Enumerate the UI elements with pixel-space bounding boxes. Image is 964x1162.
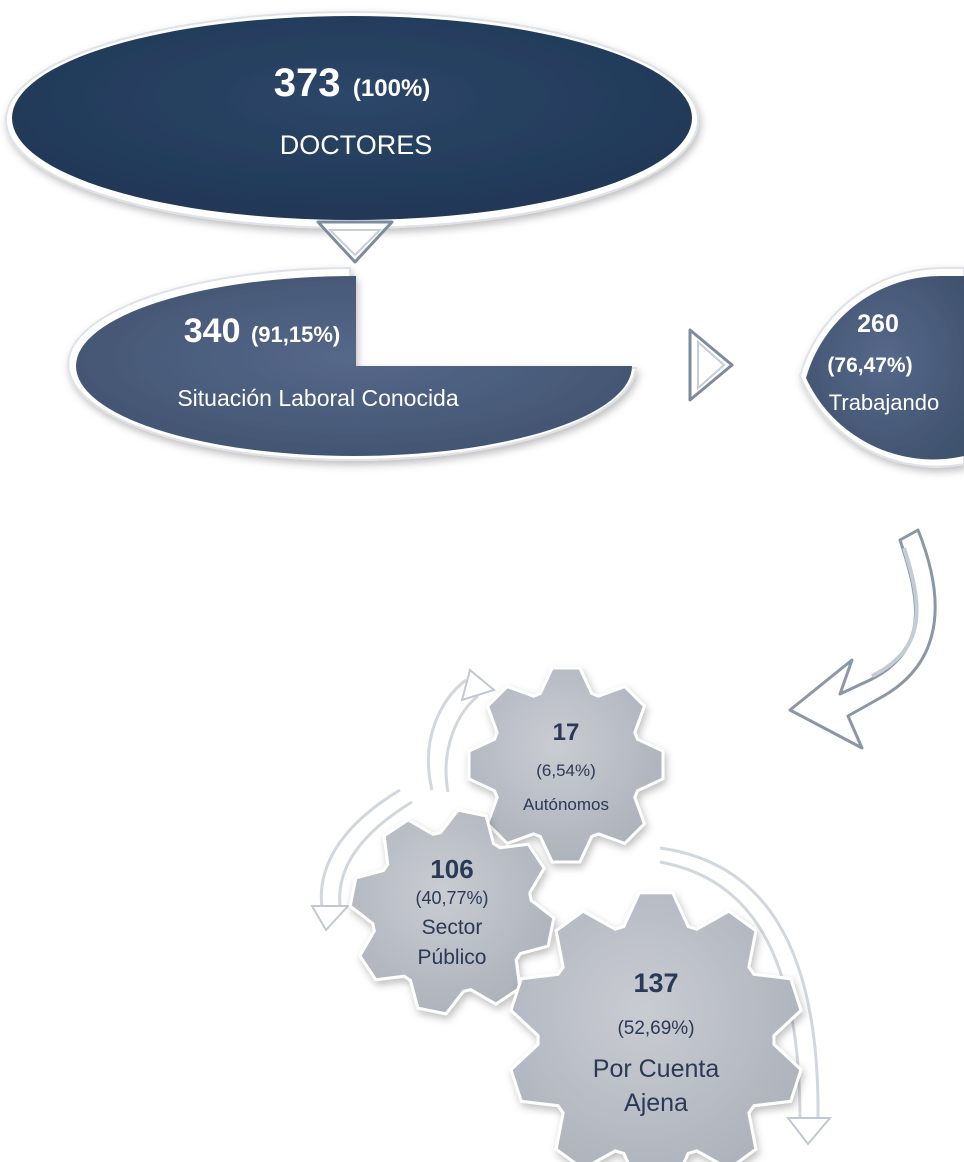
rotation-arrow-right-inner — [659, 860, 802, 1121]
known-situation-shape — [67, 266, 638, 461]
rotation-arrow-right-icon — [659, 846, 820, 1121]
cuenta-ajena-value: 137 — [633, 968, 678, 998]
known-value: 340 — [184, 312, 241, 350]
gear-sector-publico-icon — [348, 808, 556, 1016]
total-label: DOCTORES — [280, 130, 433, 160]
working-label: Trabajando — [829, 390, 939, 415]
rotation-arrow-left-icon — [319, 788, 401, 909]
gear-cuenta-ajena-icon — [509, 891, 803, 1162]
right-triangle-arrow-icon — [688, 328, 734, 402]
sector-publico-value: 106 — [430, 854, 473, 884]
rotation-arrow-top-inner — [444, 694, 479, 793]
sector-publico-percent: (40,77%) — [415, 888, 488, 908]
known-figure: 340 (91,15%) — [184, 312, 340, 350]
total-doctors-ellipse — [5, 11, 699, 229]
cuenta-ajena-percent: (52,69%) — [617, 1018, 694, 1039]
curved-down-left-arrow-icon — [788, 528, 937, 750]
cuenta-ajena-label-line1: Por Cuenta — [593, 1055, 720, 1083]
autonomos-value: 17 — [553, 719, 580, 746]
rotation-arrows — [310, 668, 833, 1146]
total-percent: (100%) — [353, 75, 430, 102]
known-label: Situación Laboral Conocida — [177, 385, 459, 411]
sector-publico-label-line1: Sector — [422, 916, 483, 939]
total-value: 373 — [274, 61, 341, 105]
cuenta-ajena-label-line2: Ajena — [624, 1089, 688, 1117]
working-value: 260 — [857, 310, 899, 338]
total-figure: 373 (100%) — [274, 61, 431, 105]
rotation-arrow-top-icon — [427, 678, 467, 791]
rotation-arrow-left-inner — [338, 800, 413, 907]
gear-autonomos-icon — [467, 666, 665, 864]
sector-publico-label-line2: Público — [418, 946, 487, 969]
autonomos-percent: (6,54%) — [536, 761, 596, 780]
working-percent: (76,47%) — [827, 354, 912, 377]
working-shape — [798, 267, 964, 468]
autonomos-label: Autónomos — [523, 795, 609, 814]
known-percent: (91,15%) — [251, 322, 340, 347]
down-triangle-arrow-icon — [316, 220, 394, 264]
